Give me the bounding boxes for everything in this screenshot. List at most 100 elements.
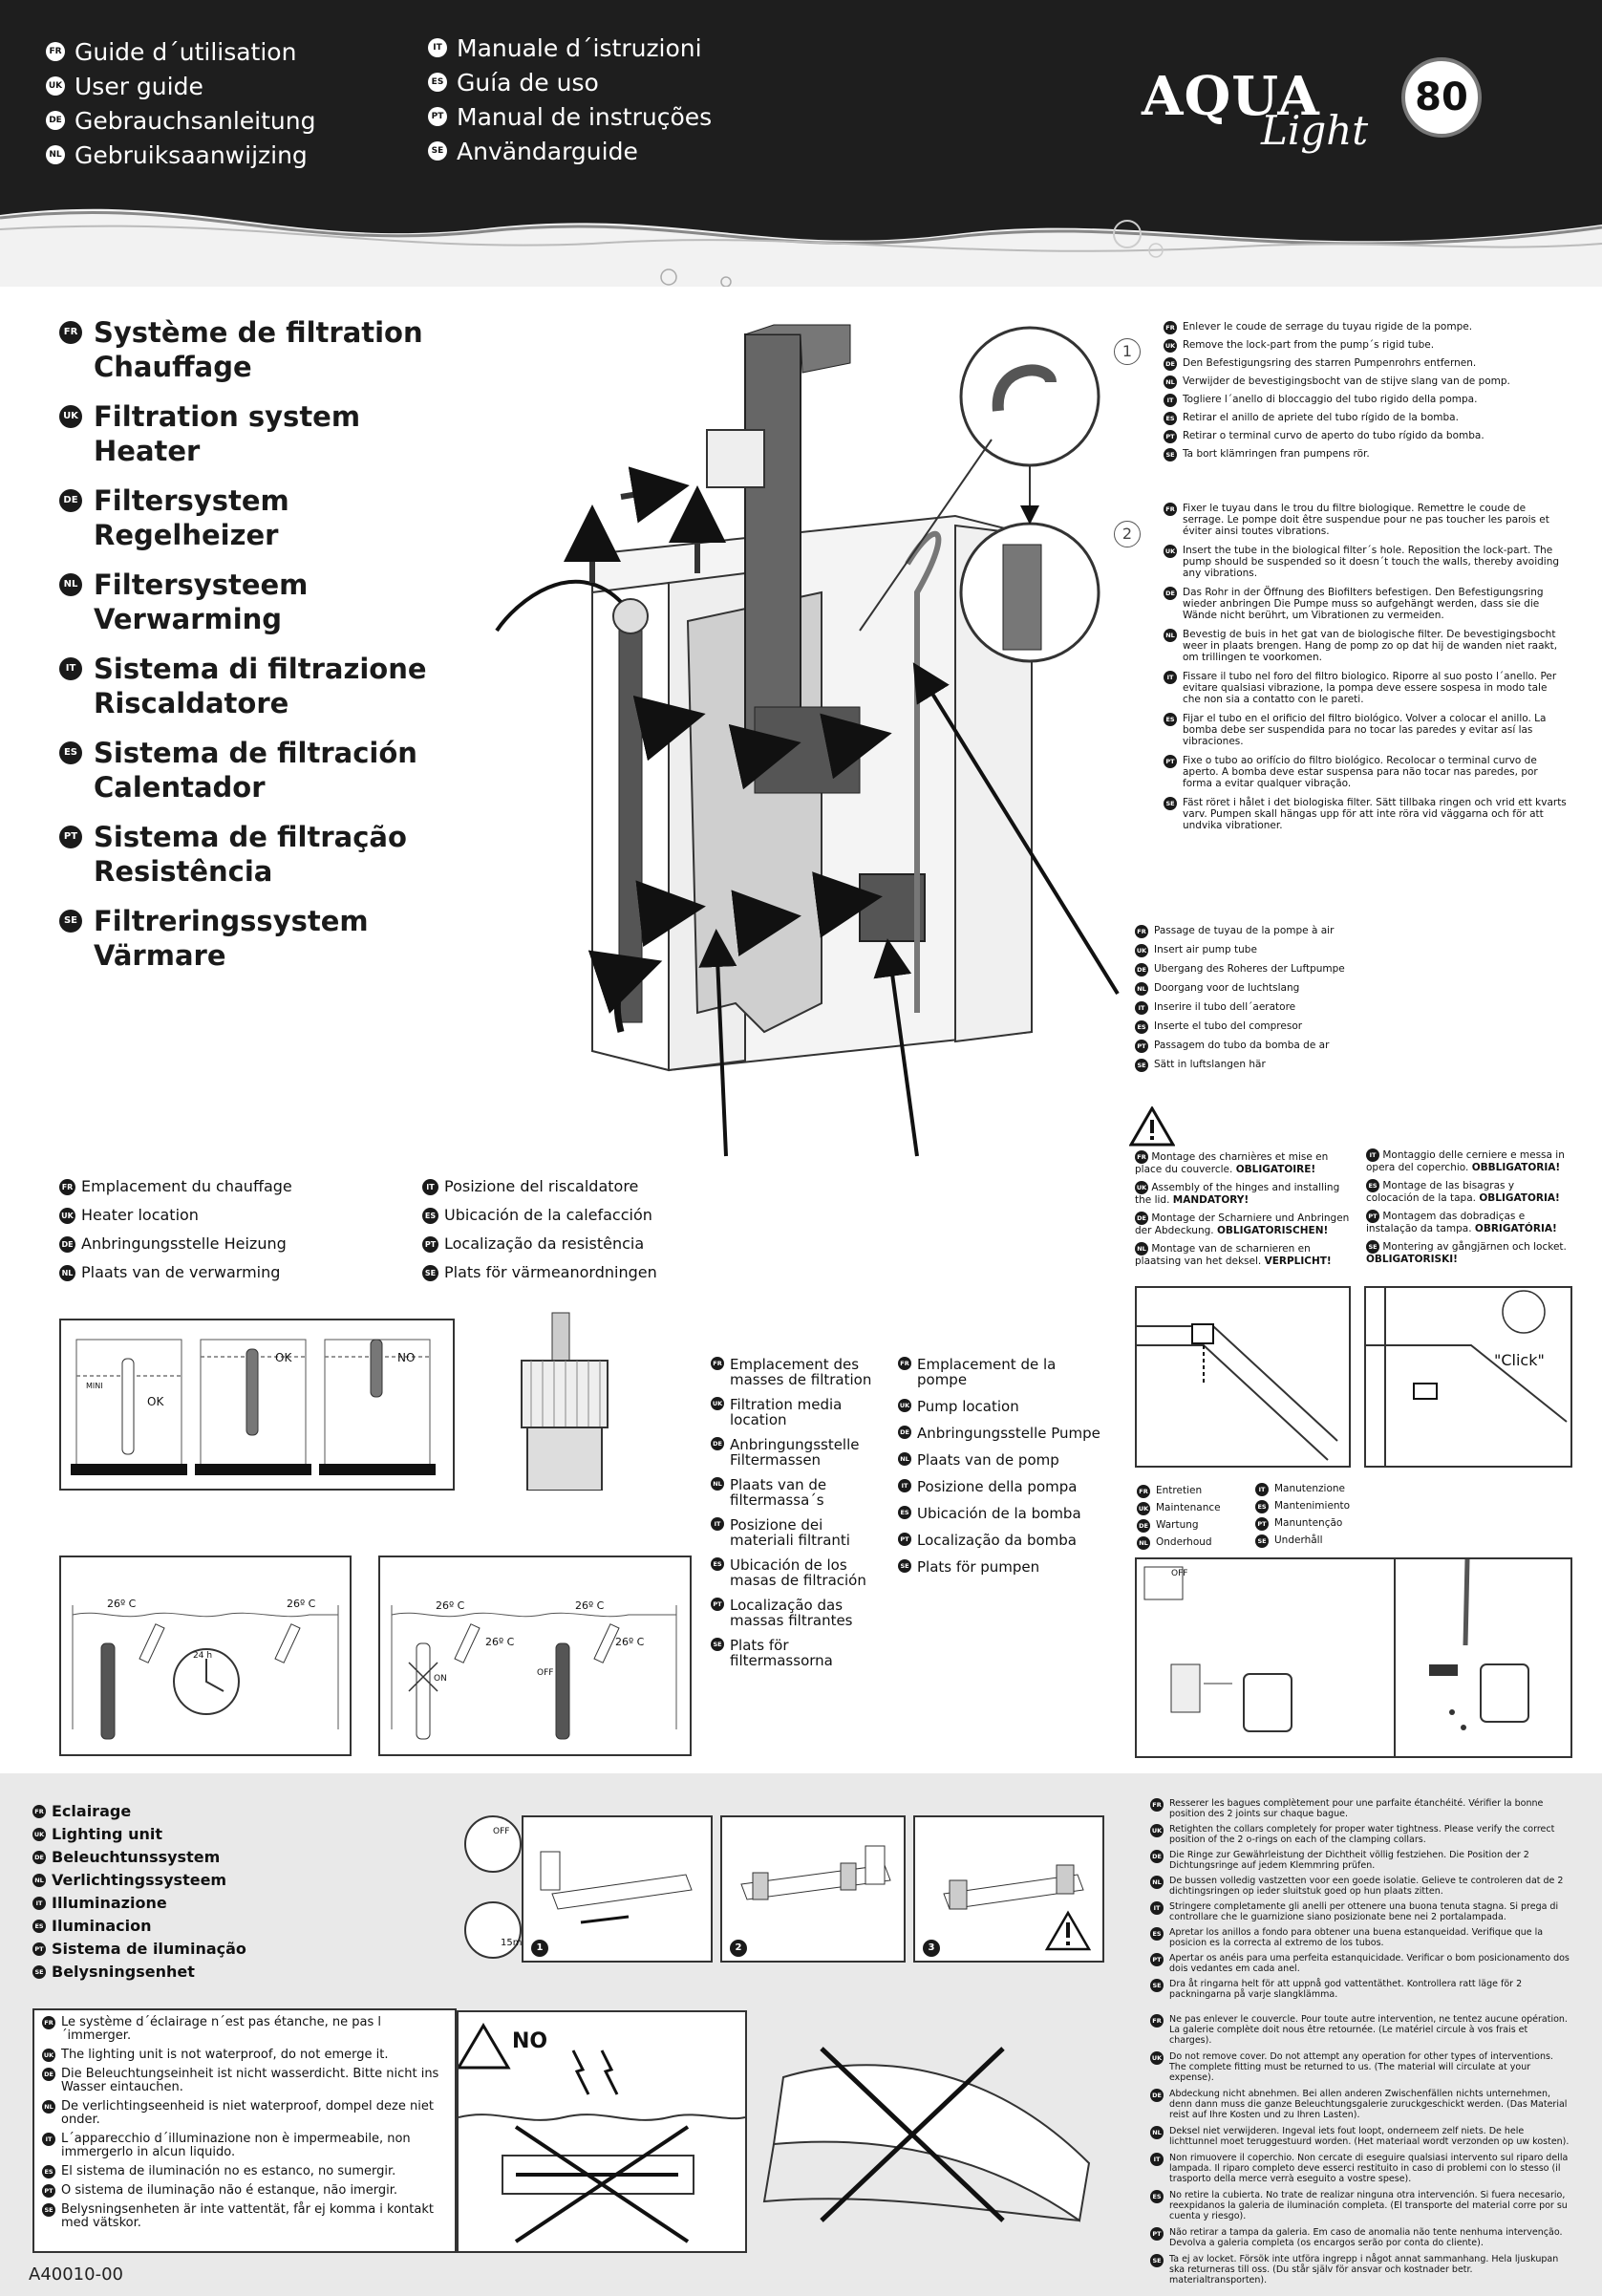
heater-onoff-illustration <box>391 1605 677 1740</box>
lang-badge: ES <box>428 73 447 92</box>
hinge-diagram-2: "Click" <box>1364 1286 1572 1468</box>
heater-temp-diagram: 26º C 26º C 24 h <box>59 1556 352 1756</box>
header-line: UK User guide <box>46 69 315 103</box>
ok-label: OK <box>147 1395 164 1408</box>
hinge-line: FR Montage des charnières et mise en pla… <box>1135 1150 1329 1175</box>
heater-level-illustration <box>71 1339 436 1475</box>
on-label: ON <box>434 1674 447 1684</box>
guide-title: User guide <box>75 72 203 100</box>
heater-top-illustration <box>521 1312 609 1491</box>
hinge-line: PT Montagem das dobradiças e instalação … <box>1366 1210 1557 1234</box>
filter-system-diagram <box>495 324 1120 1157</box>
hinge-line: SE Montering av gångjärnen och locket. O… <box>1366 1240 1567 1265</box>
step-number-2: 2 <box>1114 521 1141 547</box>
lang-badge: SE <box>59 910 82 933</box>
logo-number-badge: 80 <box>1401 57 1482 138</box>
lang-badge: IT <box>59 657 82 680</box>
temp-label: 26º C <box>107 1598 137 1610</box>
lang-badge: PT <box>59 826 82 848</box>
lang-badge: ES <box>59 741 82 764</box>
step-number-1: 1 <box>1114 338 1141 365</box>
brand-logo: AQUA Light 80 <box>1142 57 1524 162</box>
power-off-icon <box>464 1815 522 1873</box>
lang-badge: PT <box>428 107 447 126</box>
lang-badge: FR <box>59 321 82 344</box>
header-banner <box>0 0 1602 287</box>
guide-title: Gebruiksaanwijzing <box>75 140 308 169</box>
lang-badge: UK <box>46 76 65 96</box>
logo-word-aqua: AQUA <box>1142 65 1320 128</box>
hinge-diagram-1 <box>1135 1286 1351 1468</box>
hours-label: 24 h <box>193 1651 213 1661</box>
hinges-left: FR Montage des charnières et mise en pla… <box>1135 1150 1355 1273</box>
lang-badge: DE <box>46 111 65 130</box>
maintenance-illustration <box>1143 1558 1529 1756</box>
hinge-line: ES Montage de las bisagras y colocación … <box>1366 1179 1560 1204</box>
power-off-label: OFF <box>493 1827 510 1836</box>
guide-title: Guide d´utilisation <box>75 37 297 66</box>
